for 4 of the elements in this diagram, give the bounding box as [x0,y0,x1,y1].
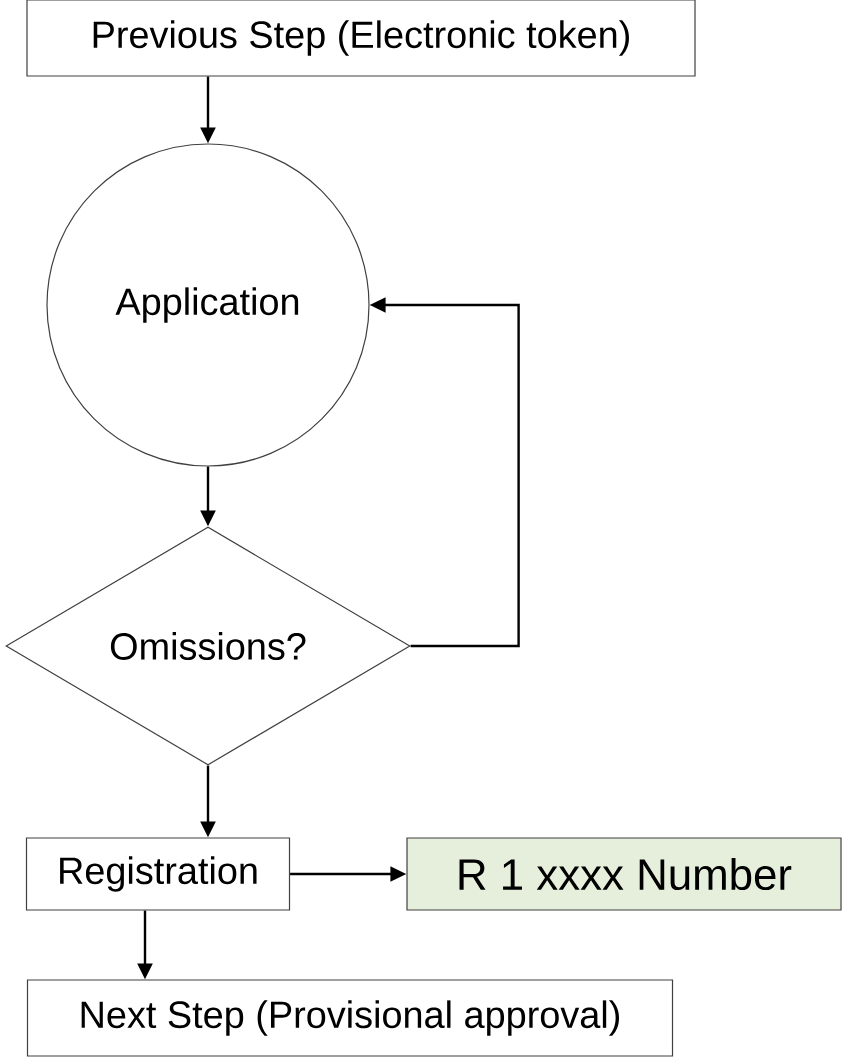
process-box: Next Step (Provisional approval) [26,979,674,1057]
process-box: Registration [25,837,291,911]
output-box: R 1 xxxx Number [406,837,842,911]
process-box: Previous Step (Electronic token) [26,0,696,77]
